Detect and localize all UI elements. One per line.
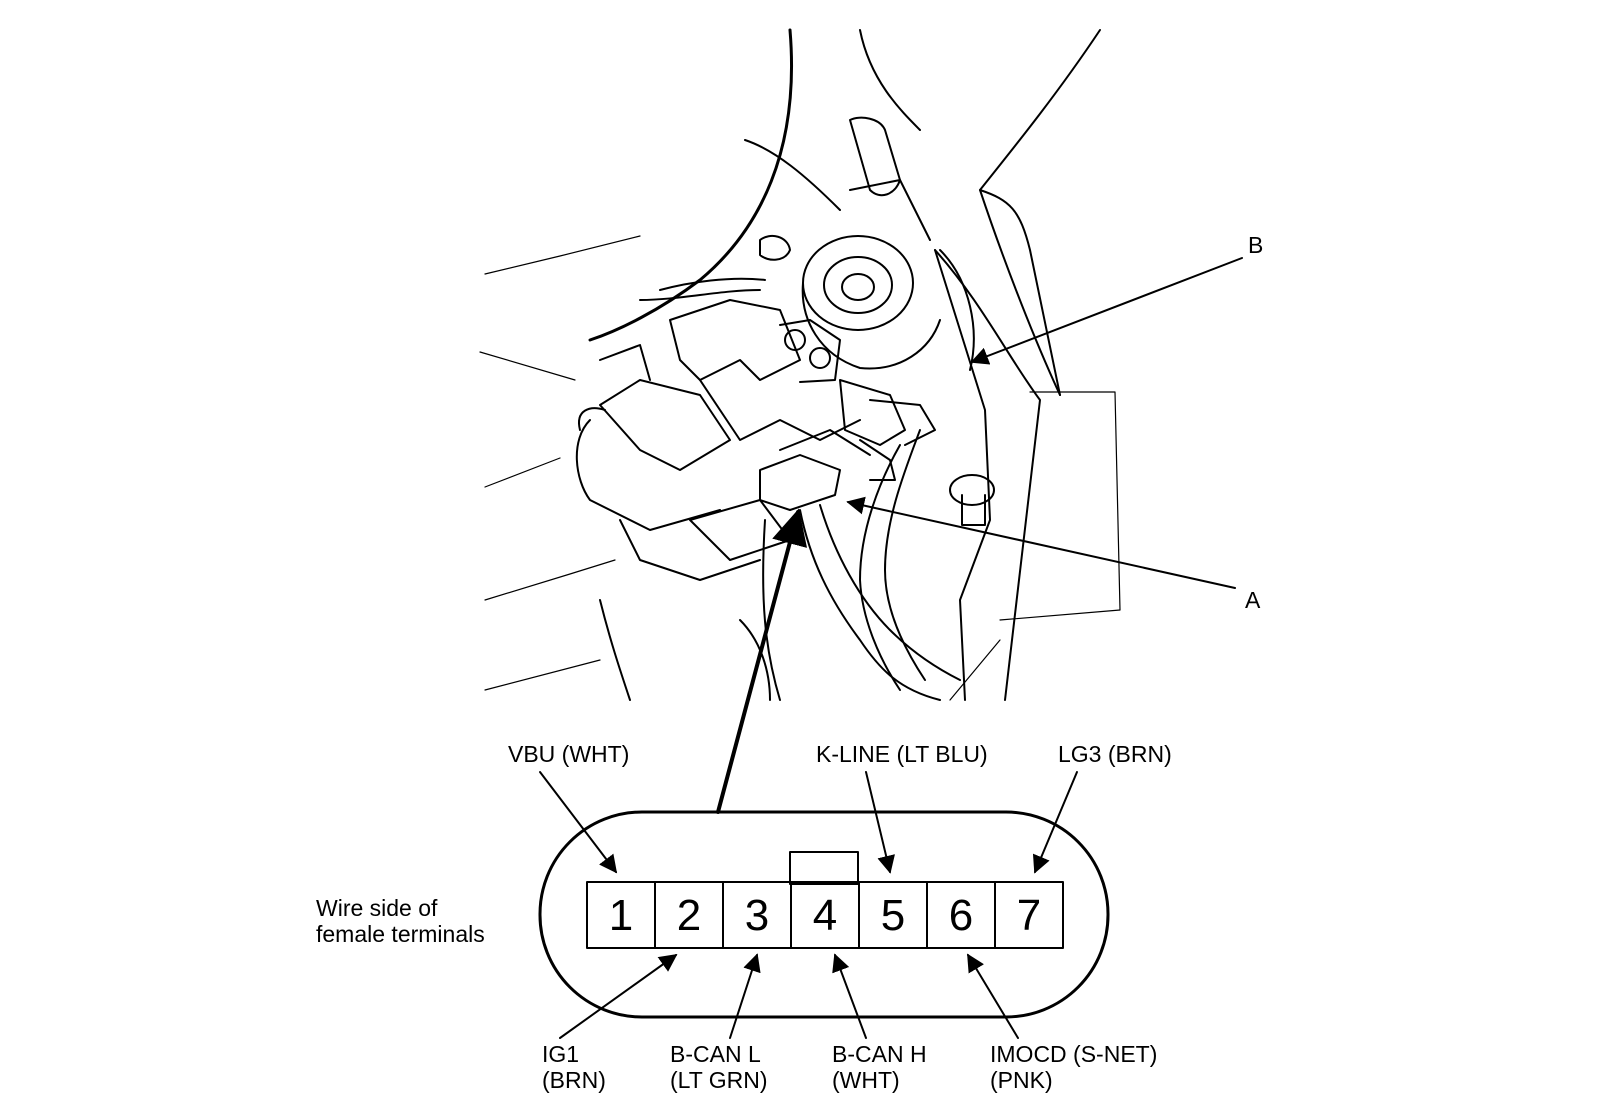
- terminal-number-1: 1: [609, 891, 633, 940]
- wire-leader-imocd: [967, 953, 1019, 1039]
- callout-a-label: A: [1245, 587, 1261, 613]
- bottom-wire-labels: IG1 (BRN) B-CAN L (LT GRN) B-CAN H (WHT)…: [542, 953, 1157, 1093]
- connector-face: 1 2 3 4 5 6 7: [538, 810, 1110, 1019]
- wire-leader-vbu: [539, 771, 618, 874]
- callout-a: A: [846, 496, 1261, 613]
- wire-label-kline: K-LINE (LT BLU): [816, 741, 988, 767]
- wire-label-lg3: LG3 (BRN): [1058, 741, 1172, 767]
- wire-label-bcanh-name: B-CAN H: [832, 1041, 927, 1067]
- terminal-number-5: 5: [881, 891, 905, 940]
- wire-leader-kline: [865, 771, 895, 874]
- terminal-number-2: 2: [677, 891, 701, 940]
- wire-leader-bcanl: [729, 953, 761, 1039]
- callout-a-leader: [846, 496, 1236, 589]
- terminal-number-7: 7: [1017, 891, 1041, 940]
- wire-label-vbu: VBU (WHT): [508, 741, 629, 767]
- terminal-view-label-line2: female terminals: [316, 921, 485, 947]
- terminal-number-3: 3: [745, 891, 769, 940]
- terminal-view-label-line1: Wire side of: [316, 895, 438, 921]
- wire-label-imocd-name: IMOCD (S-NET): [990, 1041, 1157, 1067]
- wire-label-ig1-name: IG1: [542, 1041, 579, 1067]
- wire-label-imocd-color: (PNK): [990, 1067, 1053, 1093]
- callout-b-label: B: [1248, 232, 1263, 258]
- wire-leader-bcanh: [832, 953, 867, 1039]
- callout-b: B: [970, 232, 1263, 365]
- wire-leader-ig1: [559, 953, 678, 1039]
- wire-label-bcanl-name: B-CAN L: [670, 1041, 761, 1067]
- terminal-number-6: 6: [949, 891, 973, 940]
- terminal-cell-7: [994, 881, 1064, 949]
- wire-label-bcanh-color: (WHT): [832, 1067, 900, 1093]
- connector-housing: [538, 810, 1110, 1019]
- connector-lock-tab: [789, 851, 859, 885]
- wire-label-ig1-color: (BRN): [542, 1067, 606, 1093]
- wire-label-bcanl-color: (LT GRN): [670, 1067, 768, 1093]
- terminal-number-4: 4: [813, 891, 837, 940]
- steering-column-illustration: [479, 28, 1121, 701]
- terminal-row: 1 2 3 4 5 6 7: [586, 881, 1064, 949]
- top-wire-labels: VBU (WHT) K-LINE (LT BLU) LG3 (BRN): [508, 741, 1172, 874]
- wire-leader-lg3: [1032, 771, 1078, 874]
- connector-locator-arrow: [716, 508, 808, 814]
- callout-b-leader: [970, 257, 1243, 365]
